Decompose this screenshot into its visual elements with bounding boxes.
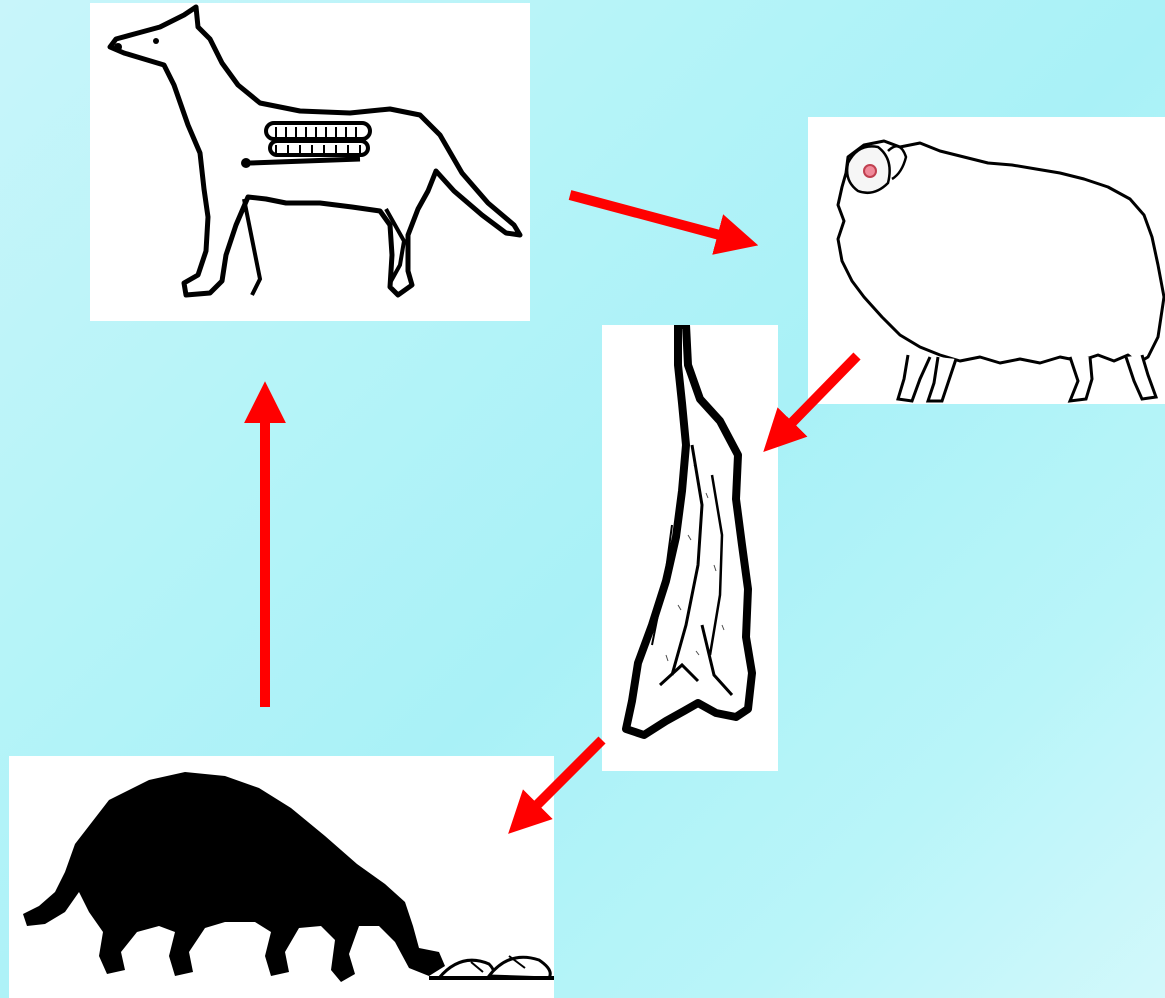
scavenger-stage	[9, 756, 554, 998]
arrow-dog-to-sheep	[570, 195, 742, 241]
dog-stage	[90, 3, 530, 321]
dog-with-intestine-icon	[90, 3, 530, 321]
hanging-carcass-icon	[602, 325, 778, 771]
sheep-icon	[808, 117, 1165, 404]
sheep-stage	[808, 117, 1165, 404]
carcass-stage	[602, 325, 778, 771]
dog-eating-offal-icon	[9, 756, 554, 998]
